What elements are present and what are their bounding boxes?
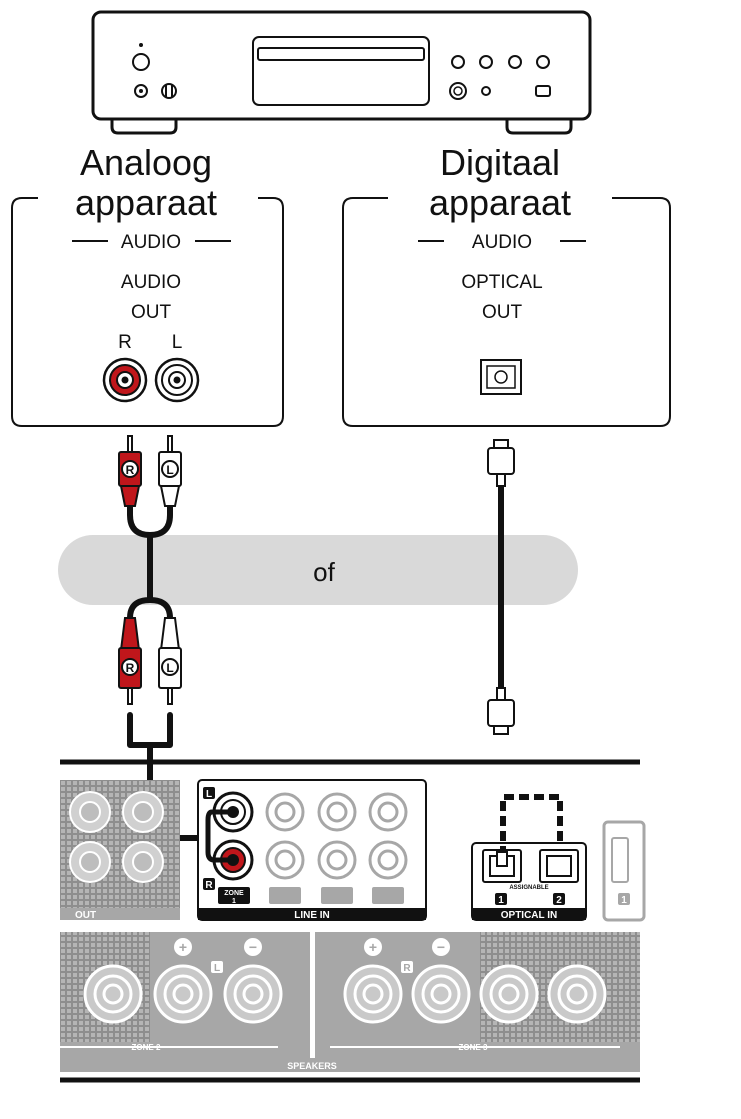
optical-out-jack bbox=[480, 359, 522, 395]
optical-port-1-label: 1 bbox=[498, 895, 504, 906]
digital-title-line1: Digitaal bbox=[440, 142, 560, 183]
digital-device-box: Digitaal apparaat AUDIO OPTICAL OUT bbox=[342, 142, 671, 427]
optical-in-label: OPTICAL IN bbox=[501, 910, 557, 921]
zone-1-label: ZONE bbox=[224, 890, 244, 897]
rca-jack-r bbox=[102, 357, 148, 403]
digital-jack-label-2: OUT bbox=[482, 302, 523, 323]
analog-channel-l: L bbox=[172, 332, 183, 353]
digital-jack-label-1: OPTICAL bbox=[461, 272, 542, 293]
plug-lower-r-label: R bbox=[126, 661, 135, 675]
alternative-band: of bbox=[58, 535, 578, 605]
speaker-plus-2: + bbox=[369, 939, 377, 955]
out-label: OUT bbox=[75, 910, 96, 921]
digital-title-line2: apparaat bbox=[429, 182, 571, 223]
line-in-label: LINE IN bbox=[294, 910, 330, 921]
speakers-label: SPEAKERS bbox=[287, 1061, 337, 1071]
line-in-jack-l bbox=[212, 791, 254, 833]
side-port-label: 1 bbox=[621, 895, 627, 906]
analog-channel-r: R bbox=[118, 332, 132, 353]
or-label: of bbox=[313, 557, 335, 587]
speaker-zone-3-label: ZONE 3 bbox=[459, 1043, 488, 1052]
plug-upper-l-label: L bbox=[166, 463, 173, 477]
speaker-plus-1: + bbox=[179, 939, 187, 955]
plug-upper-r-label: R bbox=[126, 463, 135, 477]
speaker-row-r: R bbox=[403, 963, 411, 974]
analog-jack-label-2: OUT bbox=[131, 302, 172, 323]
analog-section-label: AUDIO bbox=[121, 232, 181, 253]
analog-device-box: Analoog apparaat AUDIO AUDIO OUT R L bbox=[11, 142, 284, 427]
speaker-minus-1: − bbox=[249, 939, 257, 955]
digital-section-label: AUDIO bbox=[472, 232, 532, 253]
rca-plug-upper-l: L bbox=[158, 435, 182, 507]
optical-in-port-2 bbox=[539, 849, 579, 883]
analog-title-line1: Analoog bbox=[80, 142, 212, 183]
rca-jack-l bbox=[154, 357, 200, 403]
svg-text:1: 1 bbox=[232, 898, 236, 905]
line-in-row-l: L bbox=[206, 789, 212, 800]
optical-port-2-label: 2 bbox=[556, 895, 562, 906]
rca-plug-upper-r: R bbox=[118, 435, 142, 507]
rca-plug-lower-r: R bbox=[118, 617, 142, 705]
analog-title-line2: apparaat bbox=[75, 182, 217, 223]
source-device bbox=[91, 10, 592, 135]
optical-cable bbox=[487, 439, 515, 735]
optical-in-port-1 bbox=[482, 849, 522, 883]
rca-plug-lower-l: L bbox=[158, 617, 182, 705]
speaker-row-l: L bbox=[214, 963, 220, 974]
speaker-zone-2-label: ZONE 2 bbox=[132, 1043, 161, 1052]
amplifier-rear-panel: OUT L R ZONE 1 bbox=[60, 759, 646, 1083]
speaker-minus-2: − bbox=[437, 939, 445, 955]
line-in-jack-r bbox=[212, 839, 254, 881]
assignable-label: ASSIGNABLE bbox=[509, 885, 548, 891]
plug-lower-l-label: L bbox=[166, 661, 173, 675]
line-in-row-r: R bbox=[205, 880, 213, 891]
analog-jack-label-1: AUDIO bbox=[121, 272, 181, 293]
